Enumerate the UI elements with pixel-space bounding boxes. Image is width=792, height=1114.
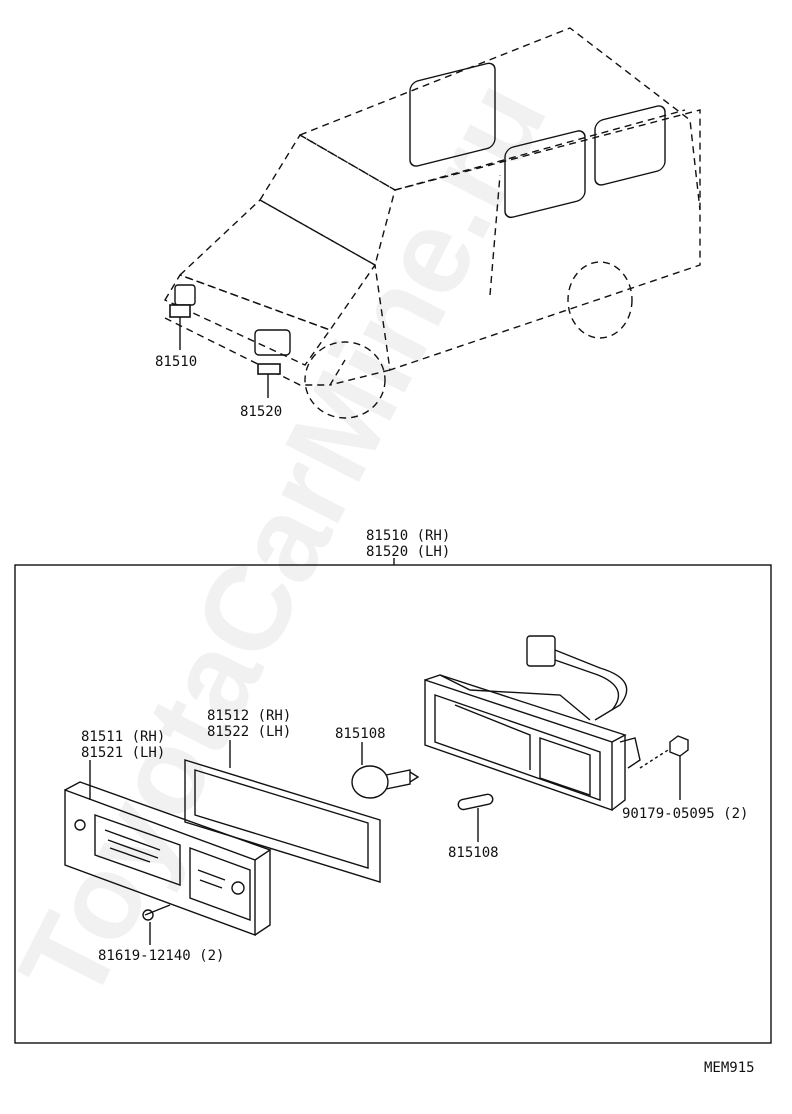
label-lens-rh: 81511 (RH) (81, 729, 165, 745)
lens-part (64, 781, 272, 937)
gasket-part (184, 759, 381, 883)
watermark-text: ToyotaCarMine.ru (0, 60, 572, 1022)
label-gasket-rh: 81512 (RH) (207, 708, 291, 724)
label-car-lamp-lh: 81520 (240, 404, 282, 420)
label-lens-lh: 81521 (LH) (81, 745, 165, 761)
label-gasket-lh: 81522 (LH) (207, 724, 291, 740)
label-assembly-rh: 81510 (RH) (366, 528, 450, 544)
label-nut: 90179-05095 (2) (622, 806, 748, 822)
label-screw: 81619-12140 (2) (98, 948, 224, 964)
housing-part (424, 635, 641, 811)
label-car-lamp-rh: 81510 (155, 354, 197, 370)
figure-code: MEM915 (704, 1060, 755, 1076)
assembly-frame (14, 564, 772, 1044)
bulb-small-part (457, 793, 494, 811)
label-bulb-small: 815108 (448, 845, 499, 861)
bulb-large-part (351, 765, 420, 799)
label-assembly-lh: 81520 (LH) (366, 544, 450, 560)
label-bulb-large: 815108 (335, 726, 386, 742)
screw-part (142, 904, 171, 921)
van-illustration (163, 27, 701, 419)
nut-part (639, 735, 689, 769)
